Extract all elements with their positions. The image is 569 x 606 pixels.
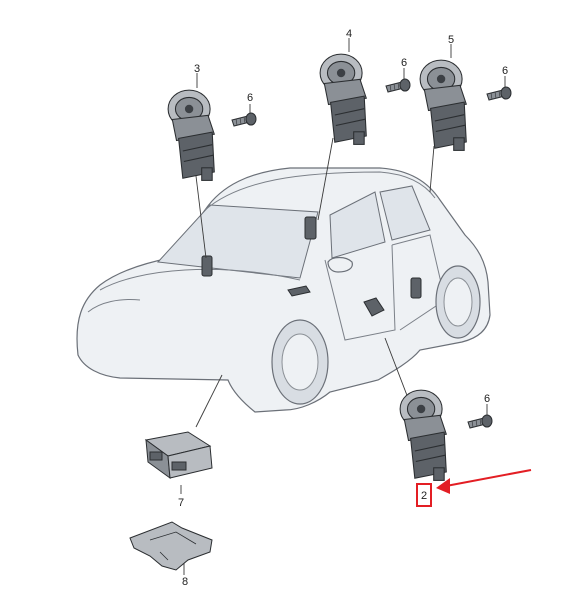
label-motor-rear-left: 3 [194,63,200,75]
mounting-bracket [129,521,213,571]
bolt-rear-left [231,112,257,127]
label-bolt-front-left: 6 [401,57,407,69]
marker-control-unit [287,285,311,297]
window-motor-rear-left [167,89,215,181]
marker-motor-rear-right [410,277,422,299]
label-bolt-front-right: 6 [502,65,508,77]
marker-motor-rear-left [201,255,213,277]
label-bolt-rear-right: 6 [484,393,490,405]
car-illustration [76,167,491,413]
side-mirror [327,256,353,273]
label-control-unit: 7 [178,497,184,509]
control-unit [144,431,213,480]
windshield [156,204,319,279]
bolt-rear-right [467,414,493,429]
rear-door-line [391,234,446,331]
label-motor-front-right: 5 [448,34,454,46]
label-motor-rear-right: 2 [421,490,427,502]
red-pointer-arrow [436,469,532,494]
front-wheel [271,319,329,405]
marker-motor-front-right [363,297,385,317]
bolt-front-right [486,86,512,101]
hood-line [99,268,301,291]
window-motor-rear-right [399,389,447,481]
roof-line [204,171,436,211]
callout-labels: 3 4 5 6 6 6 6 7 8 2 [178,28,508,588]
bolt-front-left [385,78,411,93]
rear-wheel [435,265,481,339]
label-bolt-rear-left: 6 [247,92,253,104]
label-bracket: 8 [182,576,188,588]
window-motor-front-right [419,59,467,151]
front-side-window [329,191,386,259]
marker-motor-front-left [304,216,317,240]
car-body [76,167,491,413]
window-motor-front-left [319,53,367,145]
label-motor-front-left: 4 [346,28,352,40]
highlight-box [416,483,432,507]
front-door-line [324,244,396,341]
headlight [87,299,141,313]
rear-side-window [379,185,431,241]
